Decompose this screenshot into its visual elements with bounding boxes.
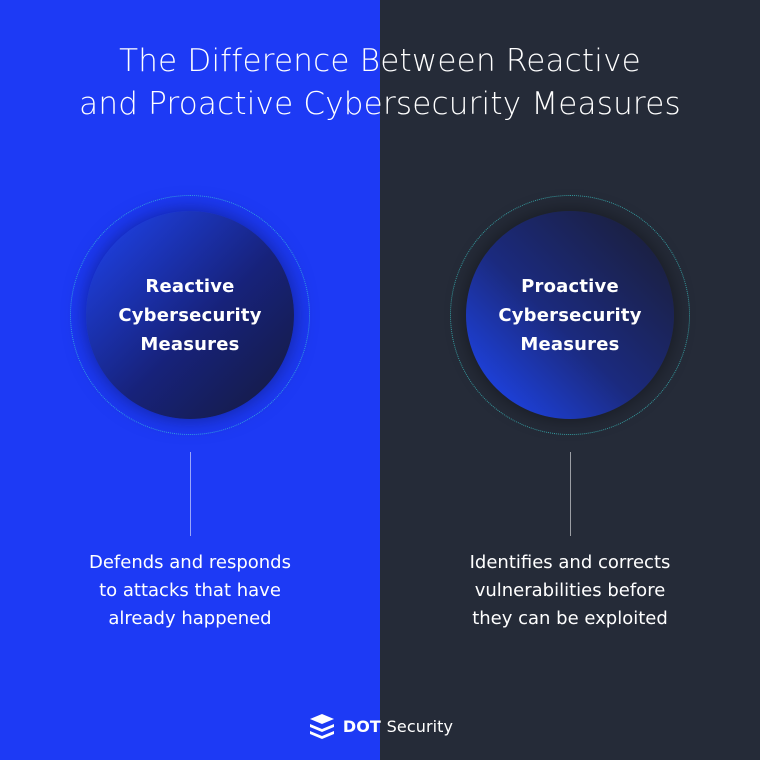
reactive-connector-line: [190, 452, 191, 536]
title-line-2: and Proactive Cybersecurity Measures: [79, 86, 681, 122]
stacked-layers-logo-icon: [309, 714, 334, 739]
reactive-label-line-2: Cybersecurity: [118, 304, 262, 326]
brand-name-light: Security: [386, 716, 454, 736]
proactive-connector-line: [570, 452, 571, 536]
proactive-desc-line-3: they can be exploited: [472, 608, 668, 629]
proactive-label-line-3: Measures: [520, 333, 620, 355]
reactive-desc-line-2: to attacks that have: [99, 580, 281, 601]
proactive-circle: Proactive Cybersecurity Measures: [466, 211, 674, 419]
reactive-circle-label: Reactive Cybersecurity Measures: [118, 272, 261, 359]
proactive-dotted-ring: [450, 195, 690, 435]
page-title: The Difference Between Reactive and Proa…: [0, 40, 760, 126]
reactive-dotted-ring: [70, 195, 310, 435]
reactive-desc-line-1: Defends and responds: [89, 552, 291, 573]
title-line-1: The Difference Between Reactive: [119, 43, 641, 79]
brand-footer: DOT Security: [0, 712, 760, 740]
brand-name-bold: DOT: [342, 716, 381, 736]
reactive-label-line-3: Measures: [140, 333, 240, 355]
proactive-column: Proactive Cybersecurity Measures Identif…: [380, 0, 760, 760]
proactive-desc-line-1: Identifies and corrects: [469, 552, 671, 573]
proactive-desc-line-2: vulnerabilities before: [474, 580, 666, 601]
reactive-desc-line-3: already happened: [108, 608, 272, 629]
reactive-label-line-1: Reactive: [145, 275, 235, 297]
reactive-column: Reactive Cybersecurity Measures Defends …: [0, 195, 380, 633]
brand-name: DOT Security: [343, 717, 453, 736]
proactive-label-line-1: Proactive: [521, 275, 619, 297]
proactive-description: Identifies and corrects vulnerabilities …: [380, 549, 760, 633]
reactive-circle: Reactive Cybersecurity Measures: [86, 211, 294, 419]
proactive-label-line-2: Cybersecurity: [498, 304, 642, 326]
reactive-description: Defends and responds to attacks that hav…: [0, 549, 380, 633]
proactive-circle-label: Proactive Cybersecurity Measures: [498, 272, 641, 359]
